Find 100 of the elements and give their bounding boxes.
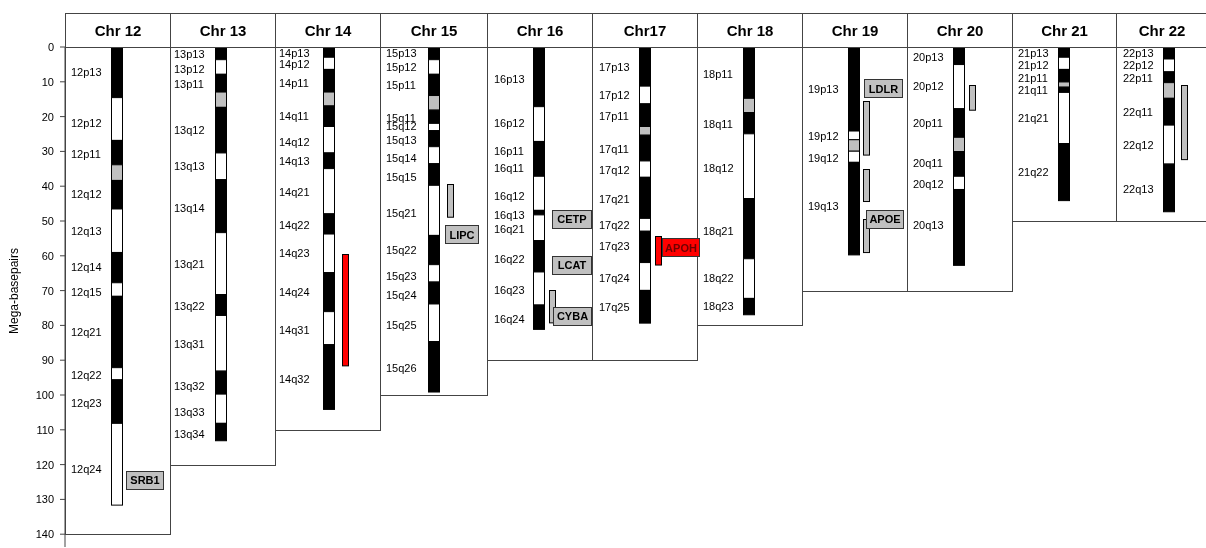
band-label: 13q22 [174, 300, 205, 311]
gene-label: LIPC [445, 225, 479, 245]
band-label: 15q15 [386, 171, 417, 183]
chromosome-panel [697, 13, 803, 327]
band-label: 21p11 [1018, 72, 1048, 84]
band-label: 15q14 [386, 152, 417, 164]
chromosome-panel [380, 13, 488, 396]
band-label: 12q14 [71, 261, 102, 273]
band-label: 12p12 [71, 117, 102, 129]
tick-label: 110 [35, 424, 54, 436]
column-header: Chr17 [593, 14, 697, 48]
band-label: 15q13 [386, 134, 417, 146]
chromosome-panel [170, 13, 276, 466]
band-label: 20q12 [913, 178, 944, 190]
band-label: 13q12 [174, 124, 205, 136]
band-label: 14q24 [279, 286, 310, 298]
axis-title: Mega-basepairs [7, 247, 21, 334]
tick-label: 30 [40, 145, 54, 157]
gene-label: SRB1 [126, 470, 164, 490]
band-label: 13q21 [174, 258, 205, 270]
band-label: 15q26 [386, 362, 417, 374]
band-label: 17q21 [599, 193, 630, 205]
chromosome-panel [1012, 13, 1117, 222]
band-label: 13p11 [174, 78, 204, 90]
band-label: 17q24 [599, 272, 630, 284]
band-label: 18q23 [703, 300, 734, 311]
band-label: 14q31 [279, 324, 310, 336]
band-label: 12q23 [71, 397, 102, 409]
band-label: 17q23 [599, 240, 630, 252]
chromosome-panel [65, 13, 171, 536]
band-label: 14q12 [279, 136, 310, 148]
tick-label: 100 [34, 389, 54, 401]
gene-label: APOE [866, 209, 904, 229]
band-label: 16q22 [494, 253, 525, 265]
band-label: 20p11 [913, 117, 943, 129]
band-label: 12q15 [71, 286, 102, 298]
band-label: 17p12 [599, 89, 630, 101]
band-label: 15q23 [386, 270, 417, 282]
band-label: 16p11 [494, 145, 524, 157]
tick-label: 130 [34, 493, 54, 505]
tick-label: 120 [34, 459, 54, 471]
band-label: 12q12 [71, 188, 102, 200]
band-label: 17q11 [599, 143, 629, 155]
band-label: 21p12 [1018, 59, 1049, 71]
band-label: 19q13 [808, 200, 839, 212]
band-label: 12q21 [71, 326, 102, 338]
tick-label: 90 [40, 354, 54, 366]
band-label: 12q13 [71, 225, 102, 237]
tick-label: 0 [46, 41, 54, 53]
band-label: 13q32 [174, 380, 205, 392]
band-label: 20p13 [913, 51, 944, 63]
band-label: 16q13 [494, 209, 525, 221]
band-label: 13q14 [174, 202, 205, 214]
band-label: 17q12 [599, 164, 630, 176]
band-label: 15q21 [386, 207, 417, 219]
band-label: 14p12 [279, 58, 310, 70]
gene-label: CETP [552, 209, 592, 229]
band-label: 16q21 [494, 223, 525, 235]
band-label: 13q13 [174, 160, 205, 172]
band-label: 17p13 [599, 61, 630, 73]
tick-label: 70 [40, 285, 54, 297]
chromosome-panel [592, 13, 698, 362]
tick-label: 10 [40, 76, 54, 88]
band-label: 19p12 [808, 130, 839, 142]
band-label: 21q21 [1018, 112, 1049, 124]
band-label: 22q11 [1123, 106, 1153, 118]
band-label: 16q11 [494, 162, 524, 174]
band-label: 16p13 [494, 73, 525, 85]
band-label: 12p11 [71, 148, 101, 160]
band-label: 13q31 [174, 338, 205, 350]
band-label: 13q34 [174, 428, 205, 440]
band-label: 21q22 [1018, 166, 1049, 178]
band-label: 15q22 [386, 244, 417, 256]
band-label: 16q12 [494, 190, 525, 202]
band-label: 15q11 [386, 112, 416, 124]
chromosome-panel [1116, 13, 1206, 222]
band-label: 18q11 [703, 118, 733, 130]
band-label: 15q25 [386, 319, 417, 331]
tick-label: 80 [40, 319, 54, 331]
band-label: 20q11 [913, 157, 943, 169]
band-label: 14q32 [279, 373, 310, 385]
band-label: 12q24 [71, 463, 102, 475]
band-label: 14q22 [279, 219, 310, 231]
band-label: 22p11 [1123, 72, 1153, 84]
tick-label: 140 [34, 528, 54, 540]
band-label: 19q12 [808, 152, 839, 164]
band-label: 12p13 [71, 66, 102, 78]
chromosome-panel [907, 13, 1013, 292]
band-label: 15q24 [386, 289, 417, 301]
band-label: 14q23 [279, 247, 310, 259]
gene-label: APOH [662, 238, 700, 258]
band-label: 14p13 [279, 47, 310, 59]
tick-label: 40 [40, 180, 54, 192]
band-label: 21p13 [1018, 47, 1049, 59]
tick-label: 60 [40, 250, 54, 262]
band-label: 12q22 [71, 369, 102, 381]
band-label: 19p13 [808, 83, 839, 95]
band-label: 21q11 [1018, 84, 1048, 96]
tick-label: 50 [40, 215, 54, 227]
gene-label: LDLR [864, 79, 903, 98]
